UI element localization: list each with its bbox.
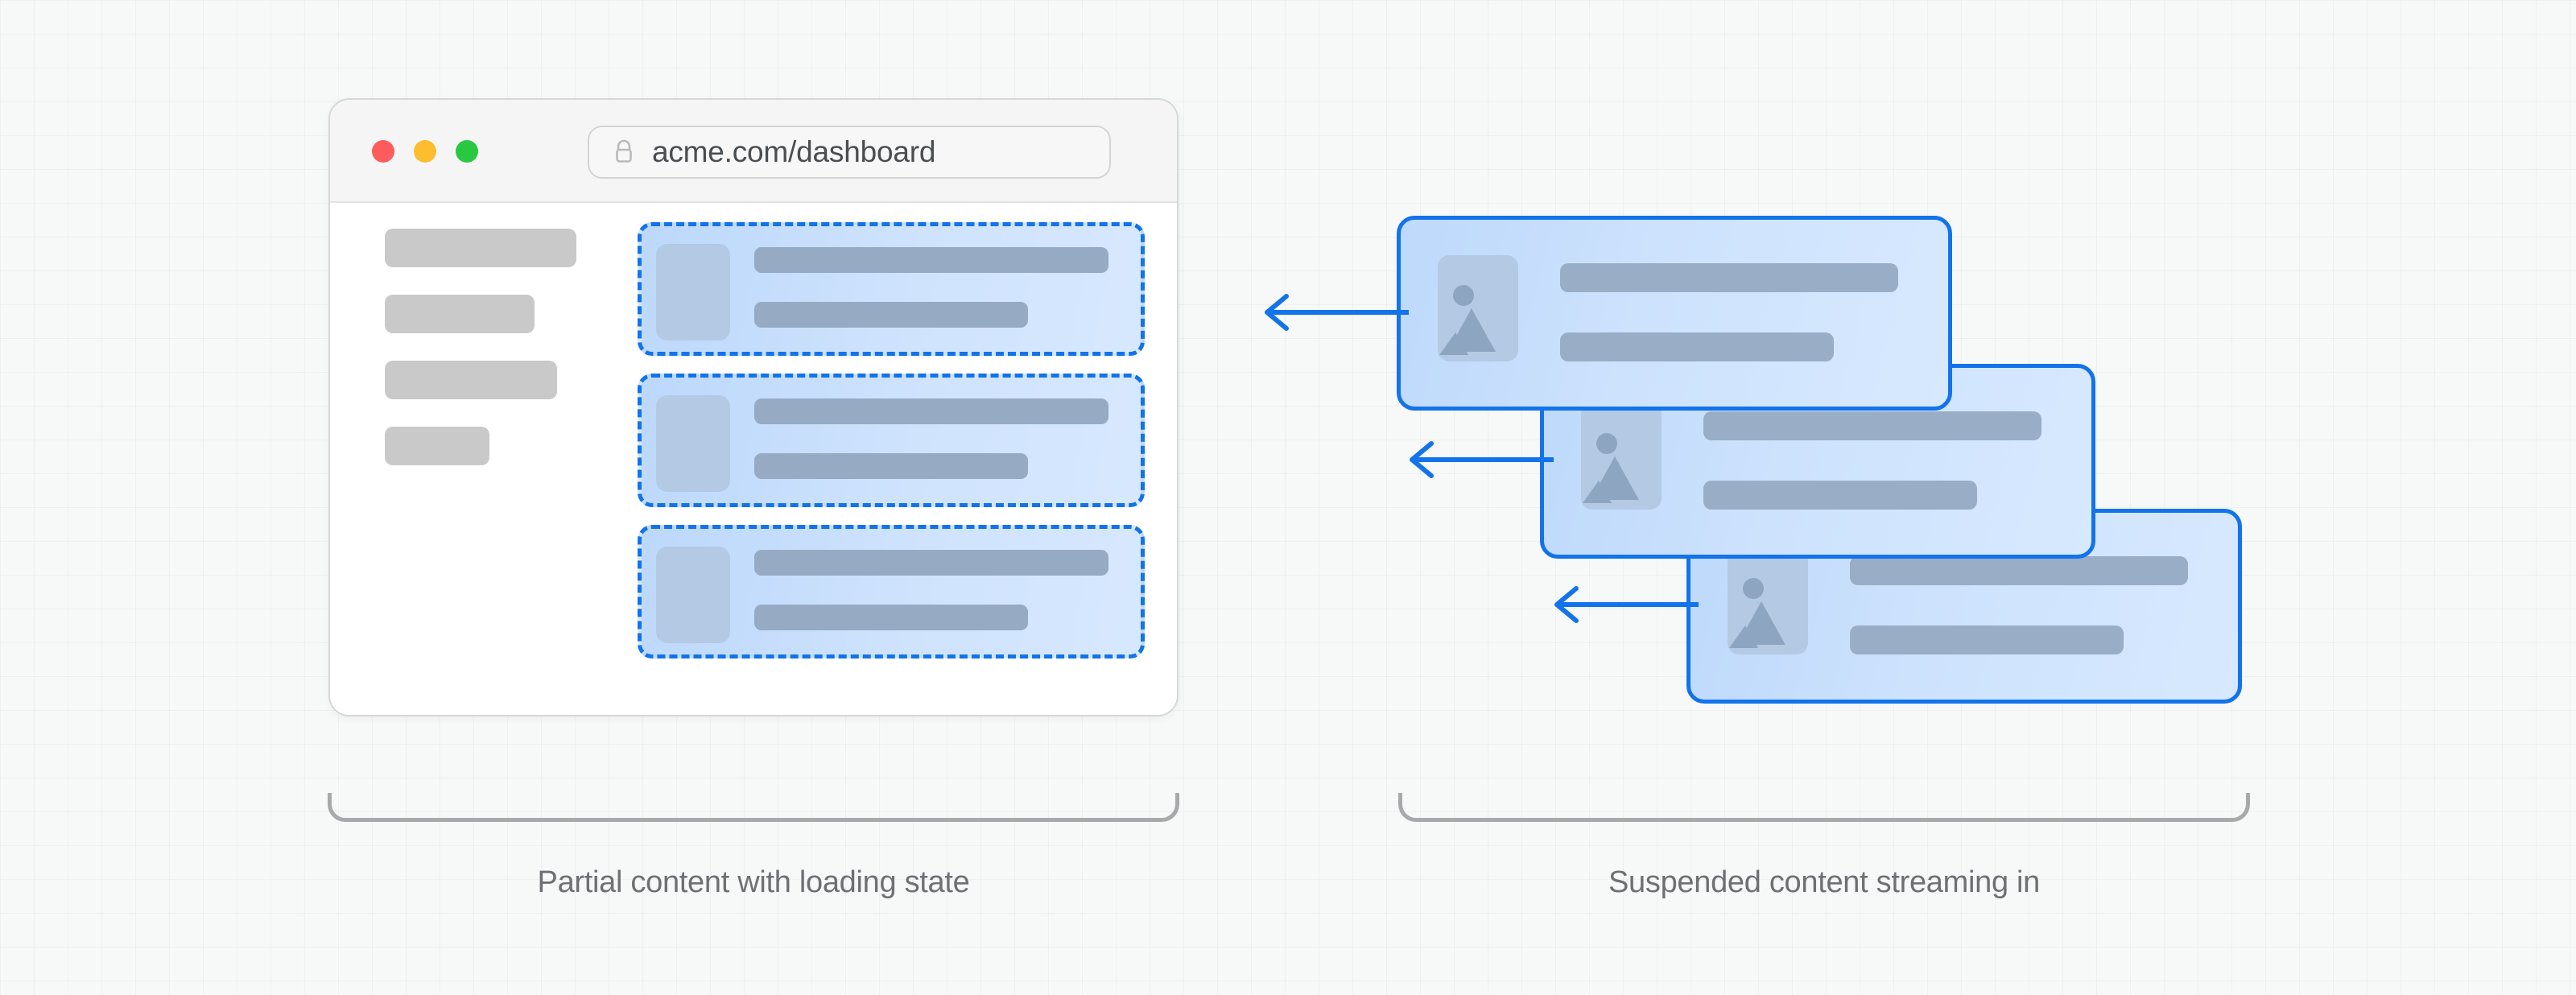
skeleton-line-secondary xyxy=(754,302,1028,328)
image-icon xyxy=(1438,255,1518,361)
skeleton-line-primary xyxy=(754,398,1108,424)
bracket-left xyxy=(328,793,1179,822)
sidebar-item-4[interactable] xyxy=(385,427,489,465)
address-bar[interactable]: acme.com/dashboard xyxy=(588,126,1111,179)
lock-icon xyxy=(612,138,636,166)
minimize-button[interactable] xyxy=(414,140,436,163)
bracket-right xyxy=(1398,793,2250,822)
skeleton-line-primary xyxy=(754,550,1108,576)
skeleton-line-secondary xyxy=(1703,481,1977,510)
image-placeholder xyxy=(656,547,730,643)
arrow-left-icon xyxy=(1549,584,1701,630)
skeleton-line-primary xyxy=(1850,556,2188,585)
skeleton-line-primary xyxy=(1560,263,1898,292)
loading-card[interactable] xyxy=(638,222,1145,356)
close-button[interactable] xyxy=(372,140,394,163)
sidebar-item-2[interactable] xyxy=(385,295,535,333)
image-placeholder xyxy=(656,395,730,492)
loading-card-list xyxy=(638,222,1145,676)
browser-window: acme.com/dashboard xyxy=(328,98,1179,716)
image-icon xyxy=(1581,403,1662,510)
stream-card-1[interactable] xyxy=(1397,216,1952,411)
caption-left: Partial content with loading state xyxy=(537,865,970,899)
skeleton-line-primary xyxy=(1703,411,2041,440)
sidebar-item-3[interactable] xyxy=(385,361,557,399)
caption-right: Suspended content streaming in xyxy=(1608,865,2041,899)
maximize-button[interactable] xyxy=(456,140,478,163)
arrow-left-icon xyxy=(1404,439,1556,485)
url-text: acme.com/dashboard xyxy=(652,135,936,168)
skeleton-line-secondary xyxy=(1850,625,2124,654)
skeleton-line-secondary xyxy=(1560,332,1834,361)
traffic-lights xyxy=(372,140,478,163)
skeleton-line-secondary xyxy=(754,453,1028,479)
image-placeholder xyxy=(656,244,730,341)
sidebar-skeleton xyxy=(385,229,602,493)
browser-content xyxy=(330,203,1177,715)
skeleton-line-primary xyxy=(754,247,1108,273)
skeleton-line-secondary xyxy=(754,605,1028,630)
loading-card[interactable] xyxy=(638,374,1145,507)
sidebar-item-1[interactable] xyxy=(385,229,576,267)
browser-chrome: acme.com/dashboard xyxy=(330,100,1177,203)
image-icon xyxy=(1728,548,1808,654)
loading-card[interactable] xyxy=(638,525,1145,659)
arrow-left-icon xyxy=(1259,291,1411,337)
